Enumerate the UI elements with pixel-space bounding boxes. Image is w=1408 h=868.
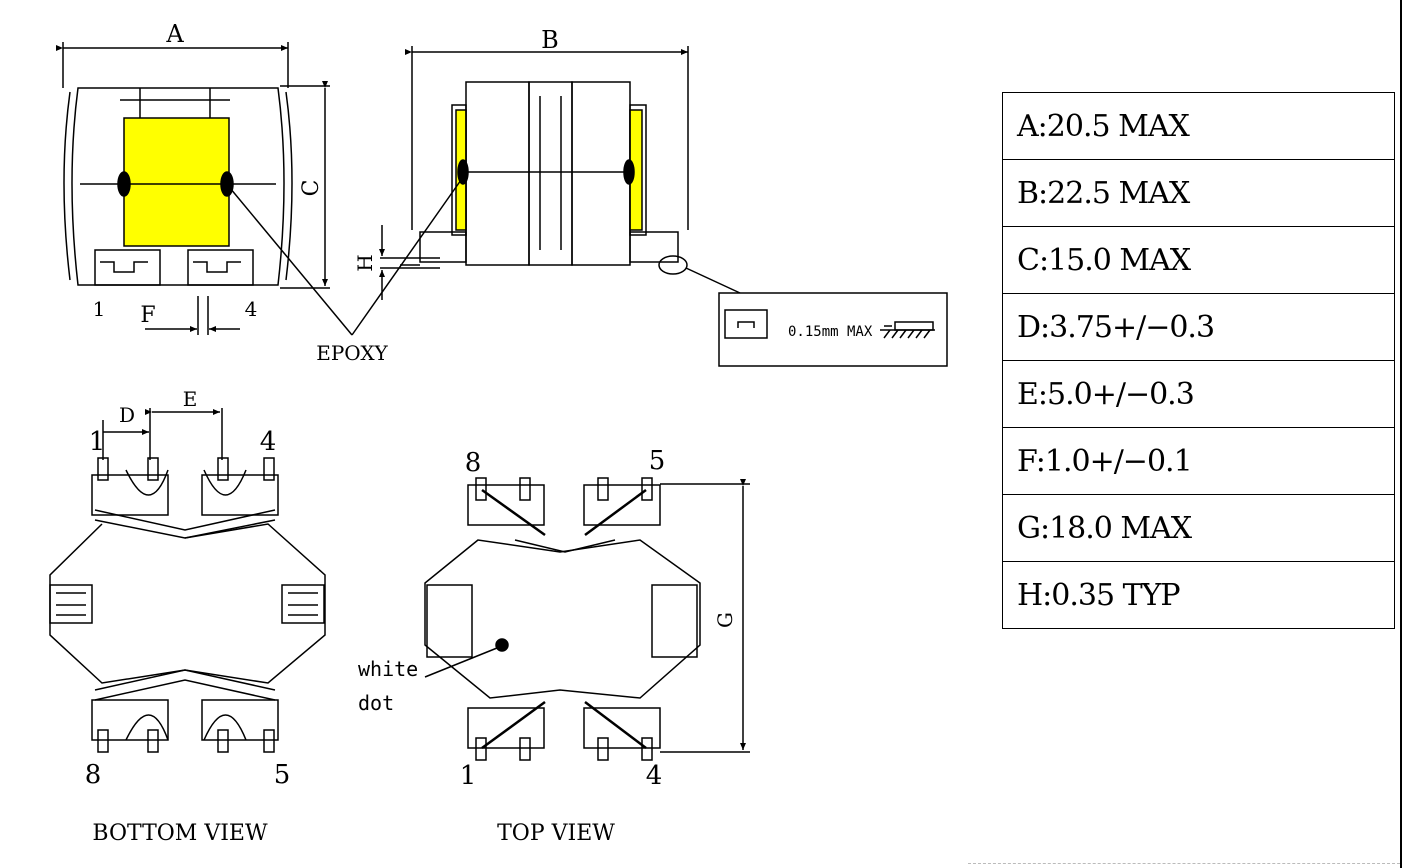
front-pin4-label: 4 <box>245 297 258 321</box>
spec-cell: A:20.5 MAX <box>1002 92 1395 160</box>
spec-row: G:18.0 MAX <box>1002 494 1395 562</box>
side-view <box>351 46 948 367</box>
spec-cell: E:5.0+/−0.3 <box>1002 360 1395 428</box>
white-dot-label-line1: white <box>358 657 418 681</box>
front-view <box>56 42 353 336</box>
bottom-view <box>49 408 326 753</box>
spec-row: E:5.0+/−0.3 <box>1002 360 1395 428</box>
flatness-label: 0.15mm MAX <box>788 324 873 340</box>
dim-f-label: F <box>140 303 155 328</box>
bottom-pin4-label: 4 <box>260 427 277 457</box>
top-pin8-label: 8 <box>465 448 482 478</box>
top-pin4-label: 4 <box>646 761 663 791</box>
bottom-pin1-label: 1 <box>89 427 106 457</box>
top-view <box>424 477 750 761</box>
bottom-pin5-label: 5 <box>274 760 291 790</box>
white-dot-label-line2: dot <box>358 691 394 715</box>
dim-b-label: B <box>541 26 559 54</box>
dim-a-label: A <box>165 20 184 48</box>
bottom-view-caption: BOTTOM VIEW <box>92 821 268 846</box>
spec-row: H:0.35 TYP <box>1002 561 1395 629</box>
top-pin5-label: 5 <box>649 446 666 476</box>
top-pin1-label: 1 <box>460 761 477 791</box>
spec-cell: C:15.0 MAX <box>1002 226 1395 294</box>
dim-d-label: D <box>119 403 135 427</box>
bottom-dashed-divider <box>968 863 1400 864</box>
spec-cell: B:22.5 MAX <box>1002 159 1395 227</box>
spec-cell: G:18.0 MAX <box>1002 494 1395 562</box>
dim-h-label: H <box>353 254 377 271</box>
spec-row: B:22.5 MAX <box>1002 159 1395 227</box>
spec-row: F:1.0+/−0.1 <box>1002 427 1395 495</box>
spec-row: A:20.5 MAX <box>1002 92 1395 160</box>
epoxy-label: EPOXY <box>316 341 388 365</box>
spec-cell: D:3.75+/−0.3 <box>1002 293 1395 361</box>
top-view-caption: TOP VIEW <box>497 821 615 846</box>
spec-cell: H:0.35 TYP <box>1002 561 1395 629</box>
spec-table: A:20.5 MAX B:22.5 MAX C:15.0 MAX D:3.75+… <box>1002 92 1395 629</box>
dim-g-label: G <box>713 612 737 628</box>
bottom-pin8-label: 8 <box>85 760 102 790</box>
spec-row: C:15.0 MAX <box>1002 226 1395 294</box>
spec-row: D:3.75+/−0.3 <box>1002 293 1395 361</box>
front-pin1-label: 1 <box>93 297 106 321</box>
spec-cell: F:1.0+/−0.1 <box>1002 427 1395 495</box>
dim-e-label: E <box>183 387 198 411</box>
dim-c-label: C <box>299 180 324 197</box>
right-border-line <box>1400 0 1402 868</box>
